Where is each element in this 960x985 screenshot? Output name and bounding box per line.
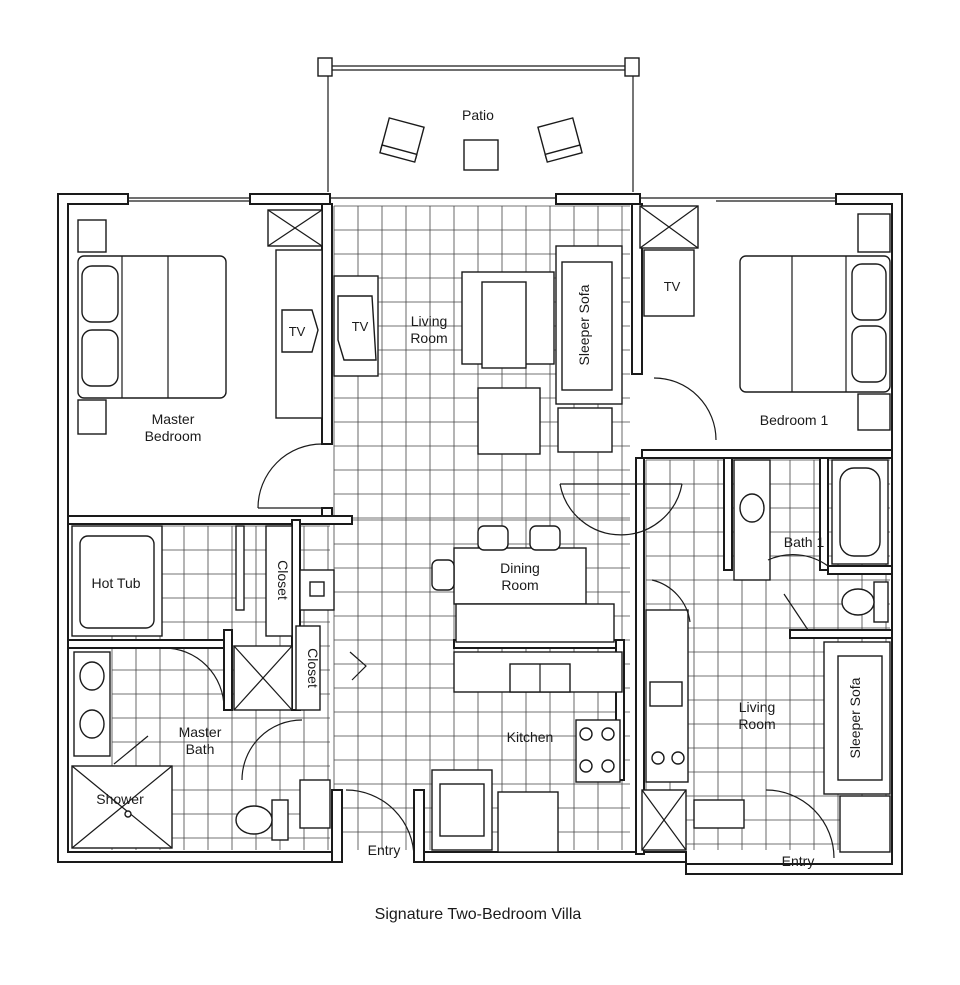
- label-living-room-lockoff-2: Room: [738, 716, 775, 732]
- label-shower: Shower: [96, 791, 144, 807]
- plan-caption: Signature Two-Bedroom Villa: [375, 906, 582, 923]
- bar-stool: [477, 525, 509, 551]
- hot-tub: [71, 525, 163, 637]
- label-master-bedroom-1: Master: [152, 411, 195, 427]
- bathtub-bath1: [831, 459, 889, 565]
- label-tv-bedroom1: TV: [664, 279, 681, 294]
- label-hot-tub: Hot Tub: [91, 575, 140, 591]
- master-bath-fixtures: [71, 525, 331, 849]
- bath1-fixtures: [733, 459, 889, 631]
- lockoff-living-furniture: [641, 579, 891, 859]
- label-patio: Patio: [462, 107, 494, 123]
- exterior-walls: [57, 193, 903, 875]
- side-table: [839, 795, 891, 853]
- bar-stool: [529, 525, 561, 551]
- master-bed: [77, 255, 227, 399]
- nightstand: [857, 213, 891, 253]
- label-entry-lockoff: Entry: [782, 853, 815, 869]
- patio: [317, 57, 640, 192]
- label-bedroom-1: Bedroom 1: [760, 412, 829, 428]
- label-tv-living: TV: [352, 319, 369, 334]
- label-tv-master: TV: [289, 324, 306, 339]
- label-master-bath-1: Master: [179, 724, 222, 740]
- tv-stand-master: [281, 309, 319, 353]
- patio-chair-left: [379, 117, 425, 163]
- counter: [455, 603, 615, 643]
- dining-table: [453, 547, 587, 605]
- kitchen-fixtures: [299, 569, 623, 859]
- closet-hall: [295, 625, 321, 711]
- label-living-room-lockoff-1: Living: [739, 699, 776, 715]
- label-closet-2: Closet: [305, 648, 321, 688]
- bed-bedroom1: [739, 255, 891, 393]
- label-living-room-main-1: Living: [411, 313, 448, 329]
- label-dining-room-1: Dining: [500, 560, 540, 576]
- nightstand: [77, 219, 107, 253]
- label-entry-main: Entry: [368, 842, 401, 858]
- end-table: [477, 387, 541, 455]
- label-sleeper-sofa-lockoff: Sleeper Sofa: [847, 677, 863, 758]
- label-living-room-main-2: Room: [410, 330, 447, 346]
- dresser-bedroom1: [643, 249, 695, 317]
- nightstand: [77, 399, 107, 435]
- washer-dryer: [431, 769, 493, 851]
- label-bath-1: Bath 1: [784, 534, 825, 550]
- dining-furniture: [431, 483, 683, 643]
- dining-chair: [431, 559, 455, 591]
- toilet-bath1: [841, 581, 889, 623]
- label-sleeper-sofa-main: Sleeper Sofa: [576, 284, 592, 365]
- sleeper-sofa-main: [555, 245, 623, 405]
- label-closet-1: Closet: [275, 560, 291, 600]
- sleeper-sofa-lockoff: [823, 641, 891, 795]
- coffee-table: [481, 281, 527, 369]
- kitchenette-sink: [649, 681, 683, 707]
- bedroom1-furniture: [643, 213, 891, 441]
- patio-table: [463, 139, 499, 171]
- patio-chair-right: [537, 117, 583, 163]
- master-bedroom-furniture: [77, 209, 323, 509]
- label-kitchen: Kitchen: [507, 729, 554, 745]
- living-room-furniture: [333, 205, 699, 455]
- interior-walls: [67, 203, 893, 863]
- shower: [71, 765, 173, 849]
- toilet-master: [235, 799, 289, 841]
- label-master-bath-2: Bath: [186, 741, 215, 757]
- nightstand: [857, 393, 891, 431]
- closet-master: [265, 525, 293, 637]
- fridge: [497, 791, 559, 853]
- label-dining-room-2: Room: [501, 577, 538, 593]
- side-table: [557, 407, 613, 453]
- tv-stand-living: [337, 295, 377, 361]
- label-master-bedroom-2: Bedroom: [145, 428, 202, 444]
